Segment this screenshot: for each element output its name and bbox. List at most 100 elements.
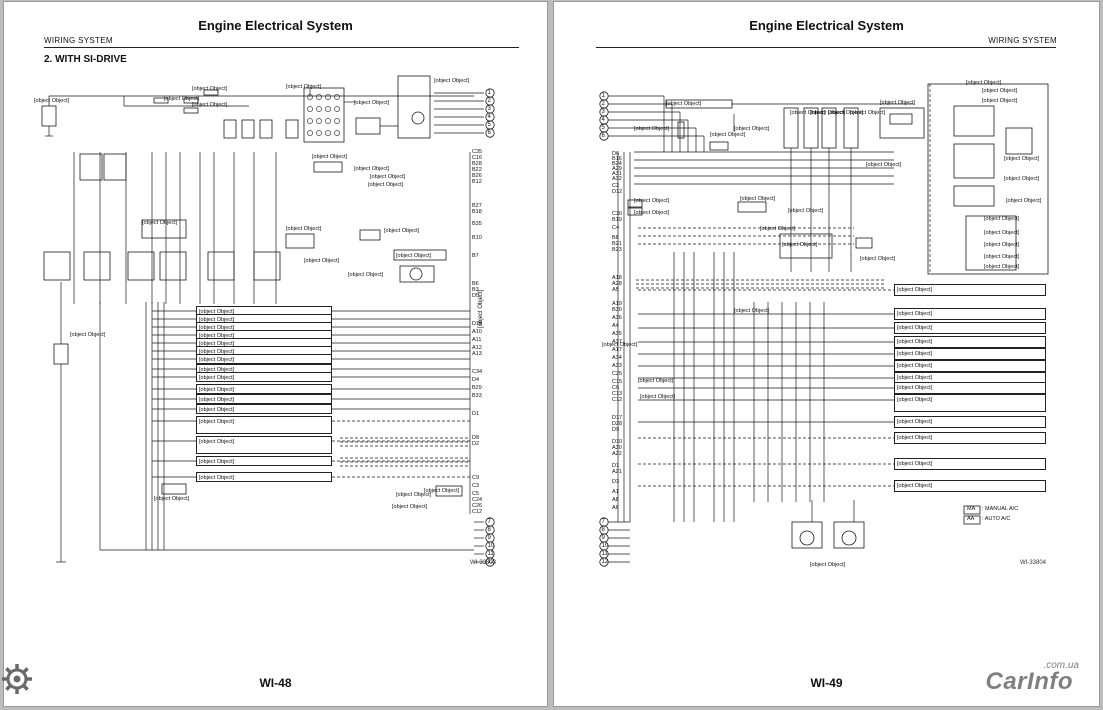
engine-ground-bolt	[841, 530, 857, 546]
pin-C26: C26	[472, 503, 483, 509]
engine-ground-bolt	[799, 530, 815, 546]
ignition-switch-contact	[307, 118, 313, 124]
pin-A34: A34	[612, 355, 622, 361]
connector-6: 6	[601, 132, 605, 139]
pin-D17: D17	[612, 415, 623, 421]
meter-indicator-2: [object Object]	[984, 230, 1020, 236]
connector-12: 12	[601, 558, 609, 565]
connector-3: 3	[601, 108, 605, 115]
pin-C12: C12	[472, 509, 483, 515]
starter-motor-symbol	[411, 111, 425, 125]
figure-id: WI-33804	[1020, 560, 1047, 566]
label-5: [object Object]	[286, 84, 322, 90]
label-1: [object Object]	[666, 101, 702, 107]
pin-A13: A13	[472, 351, 482, 357]
label-13: [object Object]	[634, 198, 670, 204]
label-10: [object Object]	[354, 166, 390, 172]
fuse-relay-block	[141, 219, 187, 239]
component-6: [object Object]	[894, 360, 1046, 372]
pin-D28: D28	[612, 421, 623, 427]
multi-select-switch	[879, 107, 925, 139]
component-11: [object Object]	[894, 432, 1046, 444]
relay-symbol	[285, 119, 299, 139]
pin-A18: A18	[612, 275, 622, 281]
component-9: [object Object]	[894, 394, 1046, 412]
connector-7: 7	[487, 518, 491, 525]
component-9: [object Object]	[196, 372, 332, 382]
pin-B3: B3	[472, 287, 479, 293]
connector-8: 8	[601, 526, 605, 533]
connector-3: 3	[487, 105, 491, 112]
component-5: [object Object]	[894, 348, 1046, 360]
header-rule	[596, 47, 1056, 48]
pin-D1: D1	[612, 463, 620, 469]
meter-gauges	[953, 143, 995, 179]
ignition-switch-contact	[334, 106, 340, 112]
relay-symbol	[259, 119, 273, 139]
label-9: [object Object]	[880, 100, 916, 106]
meter-indicator-5: [object Object]	[984, 264, 1020, 270]
pin-A33: A33	[612, 363, 622, 369]
ignition-switch-contact	[316, 118, 322, 124]
fuel-pump-relay	[285, 233, 315, 249]
relay-symbol	[103, 153, 127, 181]
pin-A8: A8	[612, 497, 619, 503]
ignition-switch-contact	[325, 130, 331, 136]
wiring-diagram-right	[599, 83, 1049, 567]
page-number: WI-49	[810, 676, 843, 690]
connector-2: 2	[487, 97, 491, 104]
page-right: Engine Electrical System WIRING SYSTEM 1…	[554, 2, 1099, 706]
label-14: [object Object]	[634, 210, 670, 216]
section-label: WIRING SYSTEM	[988, 36, 1057, 45]
component-11: [object Object]	[196, 394, 332, 404]
ignition-switch-contact	[325, 94, 331, 100]
label-14: [object Object]	[384, 228, 420, 234]
label-1: [object Object]	[34, 98, 70, 104]
component-12: [object Object]	[196, 404, 332, 414]
pin-B6: B6	[472, 281, 479, 287]
pin-C2: C2	[612, 183, 620, 189]
starter-relay-box	[355, 117, 381, 135]
watermark-brand: CarInfo	[985, 668, 1073, 695]
connector-12: 12	[487, 558, 495, 565]
pin-B18: B18	[472, 209, 482, 215]
legend-code-2: AA	[967, 516, 975, 522]
pin-A32: A32	[612, 176, 622, 182]
pin-D6: D6	[612, 151, 620, 157]
connector-9: 9	[487, 534, 491, 541]
pin-D2: D2	[472, 441, 480, 447]
component-2: [object Object]	[894, 308, 1046, 320]
component-8: [object Object]	[894, 382, 1046, 394]
pin-B8: B8	[612, 235, 619, 241]
component-7: [object Object]	[196, 354, 332, 364]
connector-12-circle	[485, 557, 495, 567]
label-9: [object Object]	[312, 154, 348, 160]
pin-B35: B35	[472, 221, 482, 227]
label-8: [object Object]	[850, 110, 886, 116]
label-20: [object Object]	[866, 162, 902, 168]
label-18: [object Object]	[70, 332, 106, 338]
fuel-pump-cu	[393, 249, 447, 261]
label-16: [object Object]	[304, 258, 340, 264]
pin-B24: B24	[612, 161, 622, 167]
ignition-switch-contact	[334, 130, 340, 136]
pin-C30: C30	[612, 211, 623, 217]
clutch-switch	[161, 483, 187, 495]
label-3: [object Object]	[634, 126, 670, 132]
engine-ground-block	[833, 521, 865, 549]
connector-2: 2	[601, 100, 605, 107]
figure-id: WI-33803	[470, 560, 497, 566]
connector-9: 9	[601, 534, 605, 541]
label-24: [object Object]	[638, 378, 674, 384]
connector-5: 5	[487, 121, 491, 128]
label-25: [object Object]	[640, 394, 676, 400]
pin-B23: B23	[612, 247, 622, 253]
secondary-air-pump	[53, 343, 69, 365]
pin-A28: A28	[612, 281, 622, 287]
pin-B22: B22	[472, 167, 482, 173]
legend-aa-box	[963, 515, 981, 525]
legend-ma-box	[963, 505, 981, 515]
pin-D1: D1	[472, 411, 480, 417]
pin-B28: B28	[472, 161, 482, 167]
page-number: WI-48	[259, 676, 292, 690]
